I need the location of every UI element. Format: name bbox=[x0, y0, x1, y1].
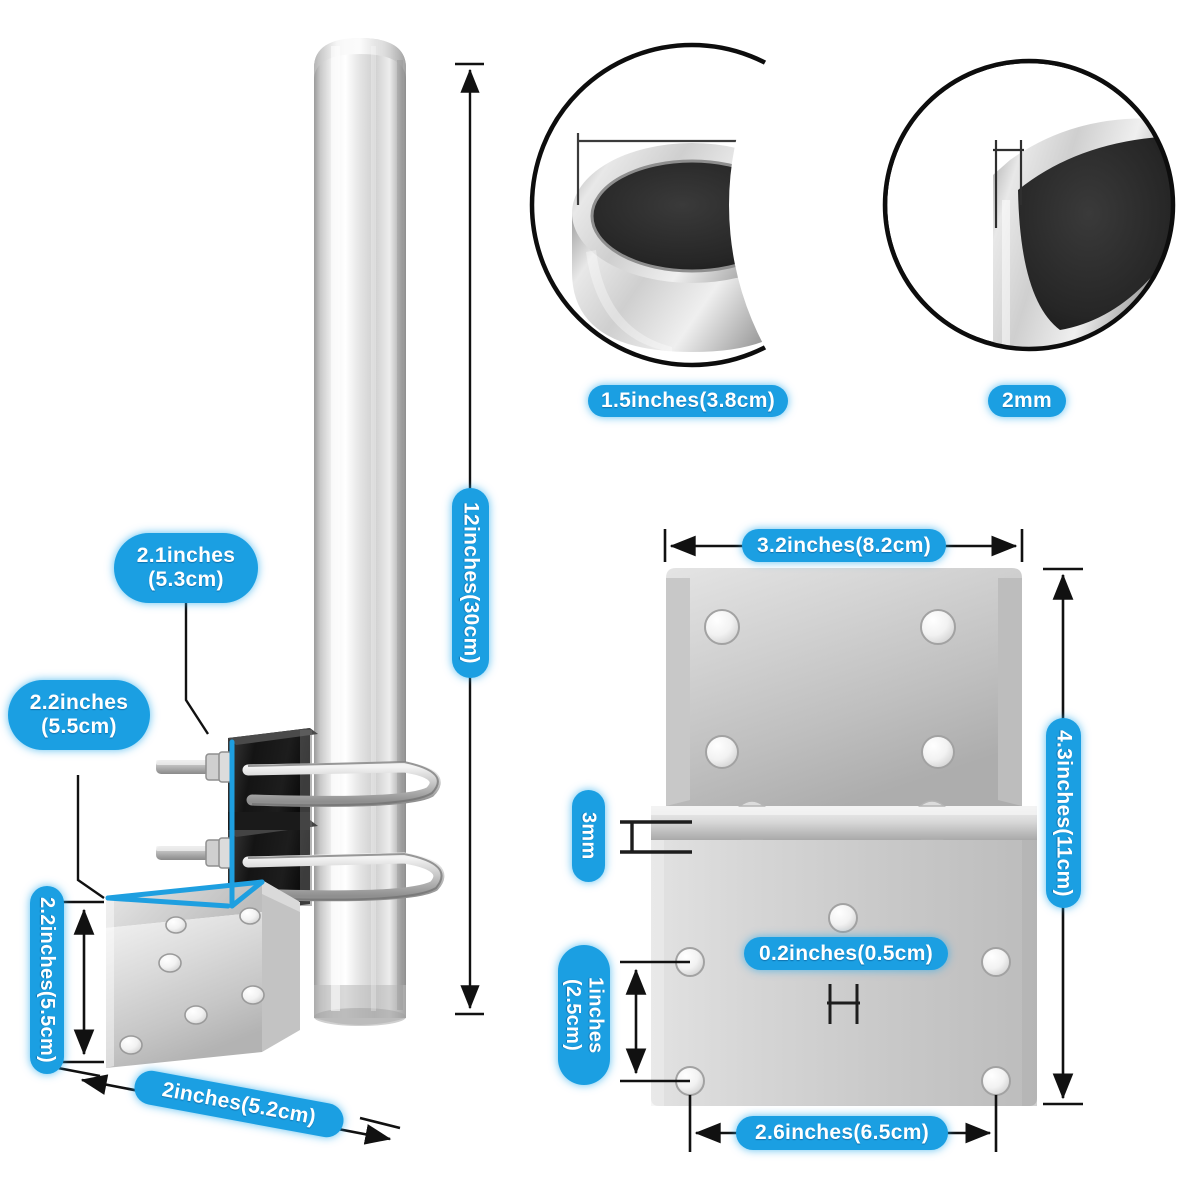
label-pipe-inner-diameter: 1.5inches(3.8cm) bbox=[588, 385, 788, 417]
label-pipe-wall-thickness: 2mm bbox=[988, 385, 1066, 417]
label-bracket-height: 4.3inches(11cm) bbox=[1046, 718, 1081, 908]
label-bracket-bottom-width: 2.6inches(6.5cm) bbox=[736, 1116, 948, 1150]
hole-spacing-dimension bbox=[620, 960, 690, 1083]
hole-size-indicator bbox=[827, 984, 860, 1024]
bracket-lower-holes bbox=[675, 903, 1011, 1096]
blue-highlight-edges bbox=[105, 739, 265, 909]
label-clamp-depth: 2.2inches (5.5cm) bbox=[8, 680, 150, 750]
label-pole-length: 12inches(30cm) bbox=[452, 488, 489, 678]
l-bracket bbox=[651, 568, 1037, 1106]
bracket-upper-holes bbox=[704, 609, 956, 769]
u-bolt-clamp-assembly bbox=[156, 728, 445, 914]
clamp-leader-lines bbox=[76, 602, 210, 899]
plate-height-dimension bbox=[62, 900, 104, 1064]
wall-mount-plate bbox=[105, 739, 300, 1068]
label-clamp-width: 2.1inches (5.3cm) bbox=[114, 533, 258, 603]
label-bracket-width: 3.2inches(8.2cm) bbox=[742, 529, 946, 562]
label-hole-diameter: 0.2inches(0.5cm) bbox=[744, 937, 948, 970]
pipe-wall-callout bbox=[729, 0, 1200, 505]
clamp-bolt-lower bbox=[156, 837, 232, 869]
label-plate-height: 2.2inches(5.5cm) bbox=[30, 886, 64, 1074]
bracket-thickness-indicator bbox=[620, 820, 692, 854]
label-hole-spacing: 1inches (2.5cm) bbox=[558, 945, 610, 1085]
mounting-pole bbox=[314, 38, 406, 1026]
label-bracket-thickness: 3mm bbox=[572, 790, 605, 882]
clamp-bolt-upper bbox=[156, 751, 232, 783]
plate-holes bbox=[119, 907, 265, 1055]
